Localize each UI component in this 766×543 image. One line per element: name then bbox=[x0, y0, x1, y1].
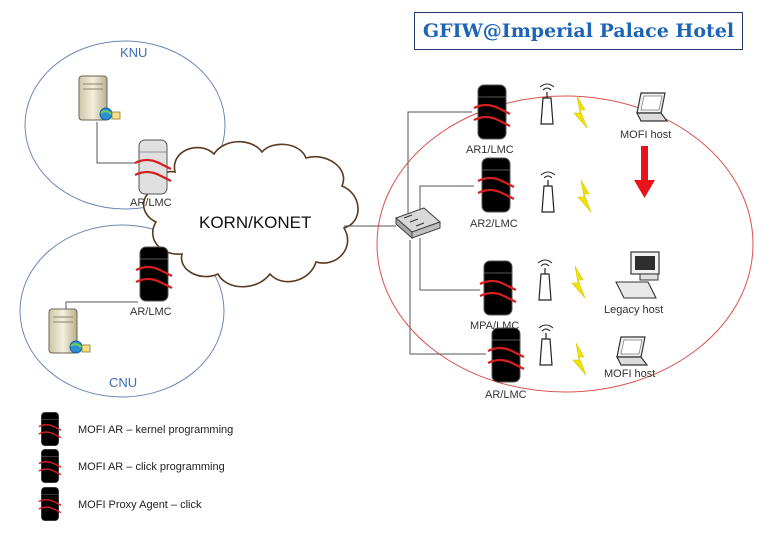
page-title: GFIW@Imperial Palace Hotel bbox=[422, 20, 735, 42]
cnu-router-icon bbox=[134, 245, 174, 303]
mofi-host-2-laptop-icon bbox=[616, 336, 648, 366]
legacy-host-desktop-icon bbox=[615, 251, 660, 299]
title-box: GFIW@Imperial Palace Hotel bbox=[414, 12, 743, 50]
mofi-host-1-laptop-icon bbox=[636, 92, 668, 122]
link-switch-ar1 bbox=[407, 111, 472, 214]
ar-antenna-icon bbox=[538, 324, 554, 366]
knu-router-icon bbox=[133, 138, 173, 196]
knu-router-label: AR/LMC bbox=[130, 197, 172, 209]
link-switch-ar bbox=[409, 240, 486, 355]
mpa-router-icon bbox=[478, 259, 518, 317]
switch-icon bbox=[395, 207, 441, 240]
ar1-router-icon bbox=[472, 83, 512, 141]
cnu-zone-label: CNU bbox=[109, 375, 137, 390]
cloud-label: KORN/KONET bbox=[199, 213, 311, 232]
link-knu-server-ar bbox=[96, 122, 136, 164]
mofi-host-1-label: MOFI host bbox=[620, 129, 671, 141]
legend-proxy-agent-icon bbox=[38, 486, 62, 522]
ar2-antenna-icon bbox=[540, 171, 556, 213]
ar2-router-label: AR2/LMC bbox=[470, 218, 518, 230]
link-switch-ar2 bbox=[419, 185, 474, 212]
cnu-server-icon bbox=[48, 308, 91, 354]
ar1-wireless-bolt-icon bbox=[573, 95, 588, 129]
legend: MOFI AR – kernel programming MOFI AR – c… bbox=[38, 411, 233, 522]
cnu-zone bbox=[19, 224, 225, 398]
legend-item-click-ar: MOFI AR – click programming bbox=[78, 461, 225, 473]
mpa-router-label: MPA/LMC bbox=[470, 320, 519, 332]
ar2-wireless-bolt-icon bbox=[577, 179, 592, 213]
mofi-host-2-label: MOFI host bbox=[604, 368, 655, 380]
ar-router-icon bbox=[486, 326, 526, 384]
ar-wireless-bolt-icon bbox=[572, 342, 587, 376]
legend-item-proxy-agent: MOFI Proxy Agent – click bbox=[78, 499, 202, 511]
legend-kernel-ar-icon bbox=[38, 411, 62, 447]
hotel-zone bbox=[376, 95, 754, 393]
knu-zone-label: KNU bbox=[120, 45, 147, 60]
cnu-router-label: AR/LMC bbox=[130, 306, 172, 318]
mpa-antenna-icon bbox=[537, 259, 553, 301]
mpa-wireless-bolt-icon bbox=[571, 265, 586, 299]
handover-arrow-icon bbox=[634, 146, 655, 198]
knu-zone bbox=[24, 40, 226, 210]
ar-router-label: AR/LMC bbox=[485, 389, 527, 401]
legend-click-ar-icon bbox=[38, 448, 62, 484]
ar1-router-label: AR1/LMC bbox=[466, 144, 514, 156]
knu-server-icon bbox=[78, 75, 121, 121]
link-switch-mpa bbox=[419, 238, 480, 291]
korn-konet-cloud bbox=[142, 141, 359, 288]
ar2-router-icon bbox=[476, 156, 516, 214]
ar1-antenna-icon bbox=[539, 83, 555, 125]
legend-item-kernel-ar: MOFI AR – kernel programming bbox=[78, 424, 233, 436]
legacy-host-label: Legacy host bbox=[604, 304, 663, 316]
